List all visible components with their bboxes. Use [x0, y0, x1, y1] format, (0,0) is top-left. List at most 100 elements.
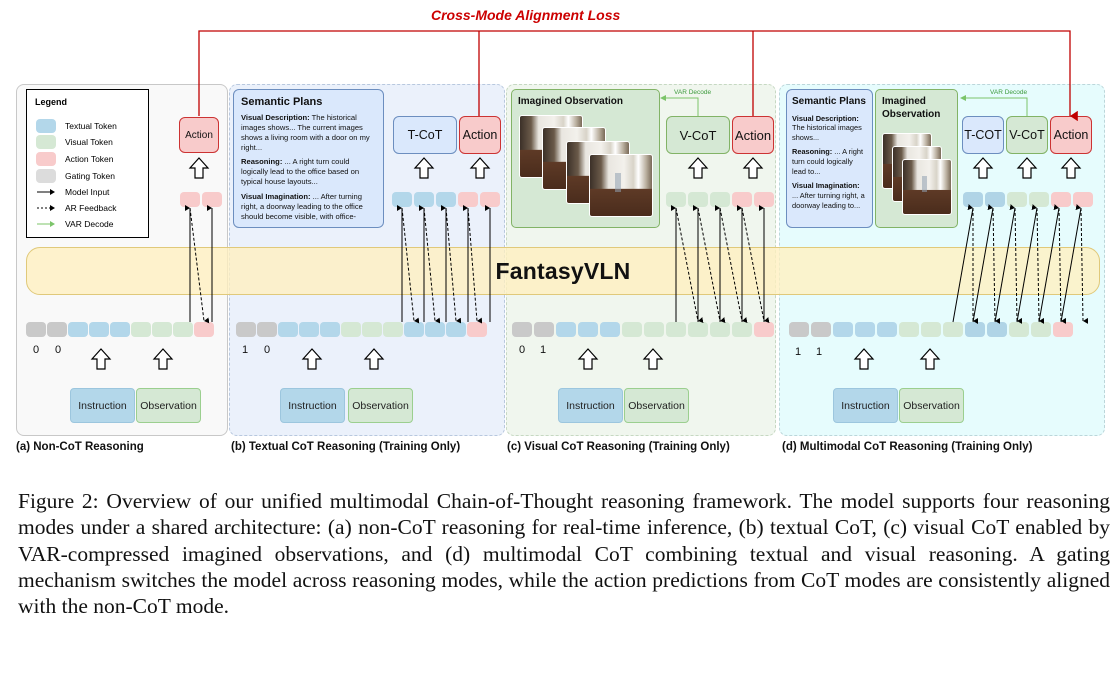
gating-token — [236, 322, 256, 337]
visual-token — [710, 322, 730, 337]
textual-token-swatch — [36, 119, 56, 133]
imagined-frame-3 — [902, 159, 952, 215]
action-token-swatch — [36, 152, 56, 166]
semantic-plans-card-d: Semantic Plans Visual Description: The h… — [786, 89, 873, 228]
visual-token — [362, 322, 382, 337]
textual-token — [855, 322, 875, 337]
legend-item-visual-token: Visual Token — [36, 135, 113, 149]
visual-token-swatch — [36, 135, 56, 149]
semantic-plans-card-b: Semantic Plans Visual Description: The h… — [233, 89, 384, 228]
gating-value: 0 — [55, 344, 62, 356]
legend-item-action-token: Action Token — [36, 152, 114, 166]
action-output-b: Action — [459, 116, 501, 154]
visual-token — [1031, 322, 1051, 337]
gating-value: 0 — [33, 344, 40, 356]
textual-token — [987, 322, 1007, 337]
action-token — [1053, 322, 1073, 337]
legend: Legend Textual Token Visual Token Action… — [26, 89, 149, 238]
textual-token — [299, 322, 319, 337]
visual-imagination-entry: Visual Imagination: ... After turning ri… — [792, 181, 865, 210]
legend-item-ar-feedback: AR Feedback — [36, 201, 117, 215]
model-name: FantasyVLN — [495, 257, 631, 284]
visual-token — [732, 322, 752, 337]
legend-item-gating-token: Gating Token — [36, 169, 115, 183]
visual-token — [688, 192, 708, 207]
textual-token — [556, 322, 576, 337]
action-token — [480, 192, 500, 207]
legend-item-model-input: Model Input — [36, 185, 109, 199]
figure-caption: Figure 2: Overview of our unified multim… — [18, 489, 1110, 619]
action-token — [732, 192, 752, 207]
visual-token — [921, 322, 941, 337]
textual-token — [89, 322, 109, 337]
visual-token — [152, 322, 172, 337]
reasoning-entry: Reasoning: ... A right turn could logica… — [792, 147, 864, 176]
textual-token — [833, 322, 853, 337]
action-token — [180, 192, 200, 207]
imagined-frame-4 — [589, 154, 653, 217]
subcaption-c: (c) Visual CoT Reasoning (Training Only) — [507, 441, 730, 453]
solid-arrow-icon — [36, 188, 56, 196]
visual-token — [710, 192, 730, 207]
action-output-a: Action — [179, 117, 219, 153]
action-token — [754, 322, 774, 337]
textual-token — [392, 192, 412, 207]
observation-input-c: Observation — [624, 388, 689, 423]
legend-title: Legend — [35, 97, 68, 107]
gating-token — [47, 322, 67, 337]
v-cot-output-d: V-CoT — [1006, 116, 1048, 154]
textual-token — [436, 192, 456, 207]
gating-token — [789, 322, 809, 337]
semantic-plans-title: Semantic Plans — [241, 96, 323, 108]
visual-token — [688, 322, 708, 337]
gating-token — [257, 322, 277, 337]
imagined-observation-card-d: Imagined Observation — [875, 89, 958, 228]
visual-token — [1029, 192, 1049, 207]
visual-imagination-entry: Visual Imagination: ... After turning ri… — [241, 192, 363, 221]
gating-value: 1 — [540, 344, 547, 356]
gating-token-swatch — [36, 169, 56, 183]
instruction-input-a: Instruction — [70, 388, 135, 423]
cross-mode-alignment-loss-label: Cross-Mode Alignment Loss — [431, 7, 621, 23]
gating-value: 0 — [519, 344, 526, 356]
action-token — [194, 322, 214, 337]
textual-token — [414, 192, 434, 207]
gating-value: 0 — [264, 344, 271, 356]
t-cot-output-d: T-COT — [962, 116, 1004, 154]
textual-token — [68, 322, 88, 337]
textual-token — [578, 322, 598, 337]
textual-token — [965, 322, 985, 337]
visual-token — [1009, 322, 1029, 337]
fantasyvln-model-bar: FantasyVLN — [26, 247, 1100, 295]
v-cot-output-c: V-CoT — [666, 116, 730, 154]
subcaption-b: (b) Textual CoT Reasoning (Training Only… — [231, 441, 461, 453]
semantic-plans-title: Semantic Plans — [792, 96, 866, 107]
imagined-observation-title: Imagined Observation — [518, 96, 624, 107]
textual-token — [278, 322, 298, 337]
textual-token — [404, 322, 424, 337]
legend-item-var-decode: VAR Decode — [36, 217, 114, 231]
observation-input-d: Observation — [899, 388, 964, 423]
legend-item-textual-token: Textual Token — [36, 119, 117, 133]
textual-token — [877, 322, 897, 337]
action-token — [754, 192, 774, 207]
observation-input-b: Observation — [348, 388, 413, 423]
subcaption-d: (d) Multimodal CoT Reasoning (Training O… — [782, 441, 1033, 453]
visual-token — [383, 322, 403, 337]
visual-token — [173, 322, 193, 337]
t-cot-output-b: T-CoT — [393, 116, 457, 154]
gating-token — [512, 322, 532, 337]
visual-token — [1007, 192, 1027, 207]
textual-token — [320, 322, 340, 337]
visual-description-entry: Visual Description: The historical image… — [241, 113, 370, 152]
reasoning-entry: Reasoning: ... A right turn could logica… — [241, 157, 360, 187]
gating-token — [811, 322, 831, 337]
textual-token — [425, 322, 445, 337]
var-decode-label-c: VAR Decode — [674, 89, 712, 96]
gating-value: 1 — [816, 346, 823, 358]
instruction-input-b: Instruction — [280, 388, 345, 423]
action-output-c: Action — [732, 116, 774, 154]
textual-token — [446, 322, 466, 337]
visual-token — [666, 322, 686, 337]
subcaption-a: (a) Non-CoT Reasoning — [16, 441, 144, 453]
